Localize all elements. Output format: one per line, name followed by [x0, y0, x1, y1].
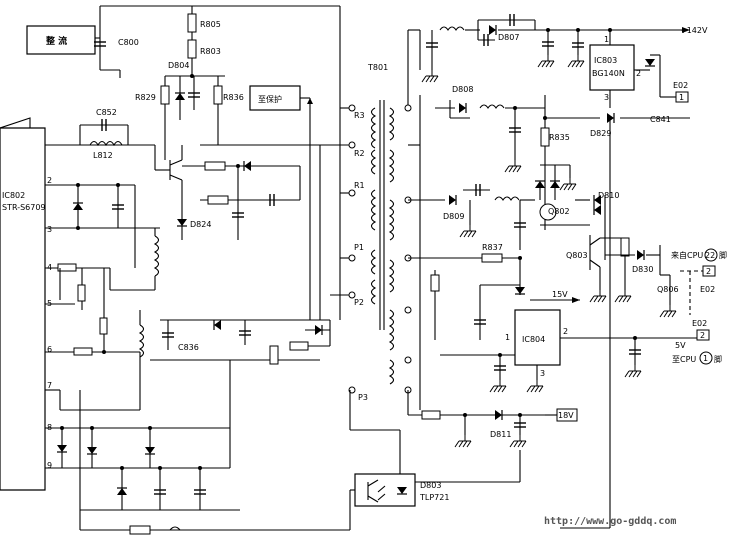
q802-label: Q802 [548, 207, 570, 216]
r837-and-15v: R837 15V [408, 243, 580, 340]
winding-p2-label: P2 [354, 298, 364, 307]
ic802-pin-wires [45, 144, 230, 469]
watermark-url: http://www.go-gddq.com [544, 516, 676, 527]
ic803-pin3: 3 [604, 93, 609, 102]
v15-label: 15V [552, 290, 568, 299]
d809-label: D809 [443, 212, 464, 221]
ic802-pin-9: 9 [47, 461, 52, 470]
d810-label: D810 [598, 191, 619, 200]
ic804-pin2: 2 [563, 327, 568, 336]
winding-r2-label: R2 [354, 149, 365, 158]
connector-low-pin: 2 [700, 331, 705, 340]
cpu-pin-1-label: 1 [703, 354, 708, 363]
rectifier-box: 整 流 [26, 25, 96, 55]
rectifier-label: 整 流 [45, 35, 67, 47]
winding-p3-label: P3 [358, 393, 368, 402]
c836-label: C836 [178, 343, 199, 352]
v5-label: 5V [675, 341, 686, 350]
connector-mid-pin: 2 [706, 267, 711, 276]
ic804-pin3: 3 [540, 369, 545, 378]
e02-low-label: E02 [692, 319, 707, 328]
e02-mid-label: E02 [700, 285, 715, 294]
ic804-block: IC804 1 2 3 [440, 118, 697, 529]
ic802-peripheral-parts [57, 185, 160, 411]
v18-output-label: 18V [558, 411, 574, 420]
d803-optocoupler: D803 TLP721 [349, 450, 521, 530]
ic804-label: IC804 [522, 335, 545, 344]
bottom-left-diodes [56, 390, 350, 535]
c841-label: C841 [650, 115, 671, 124]
ic804-pin1: 1 [505, 333, 510, 342]
protect-box: 至保护 [249, 85, 313, 320]
ic802-pin-6: 6 [47, 345, 52, 354]
watermark: http://www.go-gddq.com [544, 516, 676, 527]
r829-label: R829 [135, 93, 156, 102]
from-cpu-label: 来自CPU [671, 250, 703, 260]
t801-label: T801 [367, 63, 388, 72]
cpu-control-labels: 来自CPU 22 脚 2 E02 E02 2 5V 至CPU 1 脚 [671, 248, 727, 365]
c836-area: C836 [150, 319, 331, 468]
secondary-18v: D811 18V [399, 175, 578, 500]
connector-top-pin: 1 [679, 93, 684, 102]
top-rail: C800 R805 R803 D804 R829 R836 [93, 5, 341, 320]
protect-label: 至保护 [258, 94, 282, 104]
ic802-name-label: IC802 [2, 191, 25, 200]
r803-label: R803 [200, 47, 221, 56]
pin-suffix-bottom: 脚 [714, 354, 722, 364]
ic803-pin1: 1 [604, 35, 609, 44]
ic802-pin-7: 7 [47, 381, 52, 390]
e02-top-label: E02 [673, 81, 688, 90]
t801-transformer: T801 R3 R2 R1 P1 P2 P3 [320, 63, 412, 431]
d804-label: D804 [168, 61, 189, 70]
r805-label: R805 [200, 20, 221, 29]
d808-label: D808 [452, 85, 473, 94]
winding-r1-label: R1 [354, 181, 365, 190]
tlp721-label: TLP721 [419, 493, 449, 502]
v142-output-label: +142V [680, 26, 708, 35]
ic802-pin-3: 3 [47, 225, 52, 234]
c852-label: C852 [96, 108, 117, 117]
l812-label: L812 [93, 151, 113, 160]
d811-label: D811 [490, 430, 511, 439]
d824-label: D824 [190, 220, 211, 229]
d829-label: D829 [590, 129, 611, 138]
l812-inductor: L812 [89, 140, 123, 160]
secondary-d808-area: D808 R835 D829 C841 [408, 85, 690, 230]
secondary-142v: D807 +142V [407, 13, 708, 105]
q803-label: Q803 [566, 251, 588, 260]
d803-label: D803 [420, 481, 441, 490]
ic802-part-label: STR-S6709 [2, 203, 46, 212]
ic803-pin2: 2 [636, 69, 641, 78]
secondary-d809-area: D809 [408, 183, 535, 250]
c800-label: C800 [118, 38, 139, 47]
r835-label: R835 [549, 133, 570, 142]
ic802-block: IC802 STR-S6709 2 3 4 5 6 7 8 9 [0, 117, 52, 491]
q802-q803-area: Q802 D810 Q803 D830 Q806 [539, 191, 679, 318]
switch-transistor-area: D824 [154, 120, 321, 320]
ic803-name-label: IC803 [594, 56, 617, 65]
c852-capacitor: C852 [79, 108, 129, 145]
winding-r3-label: R3 [354, 111, 365, 120]
q806-label: Q806 [657, 285, 679, 294]
ic802-pin-2: 2 [47, 176, 52, 185]
junction-dots [60, 28, 637, 470]
ic803-part-label: BG140N [592, 69, 625, 78]
cpu-pin-22-label: 22 [705, 251, 715, 260]
r837-label: R837 [482, 243, 503, 252]
ic803-block: IC803 BG140N 1 2 3 E02 1 [589, 30, 689, 108]
pin-suffix-top: 脚 [719, 250, 727, 260]
d830-label: D830 [632, 265, 653, 274]
winding-p1-label: P1 [354, 243, 364, 252]
r836-label: R836 [223, 93, 244, 102]
to-cpu-label: 至CPU [672, 355, 696, 364]
d807-label: D807 [498, 33, 519, 42]
